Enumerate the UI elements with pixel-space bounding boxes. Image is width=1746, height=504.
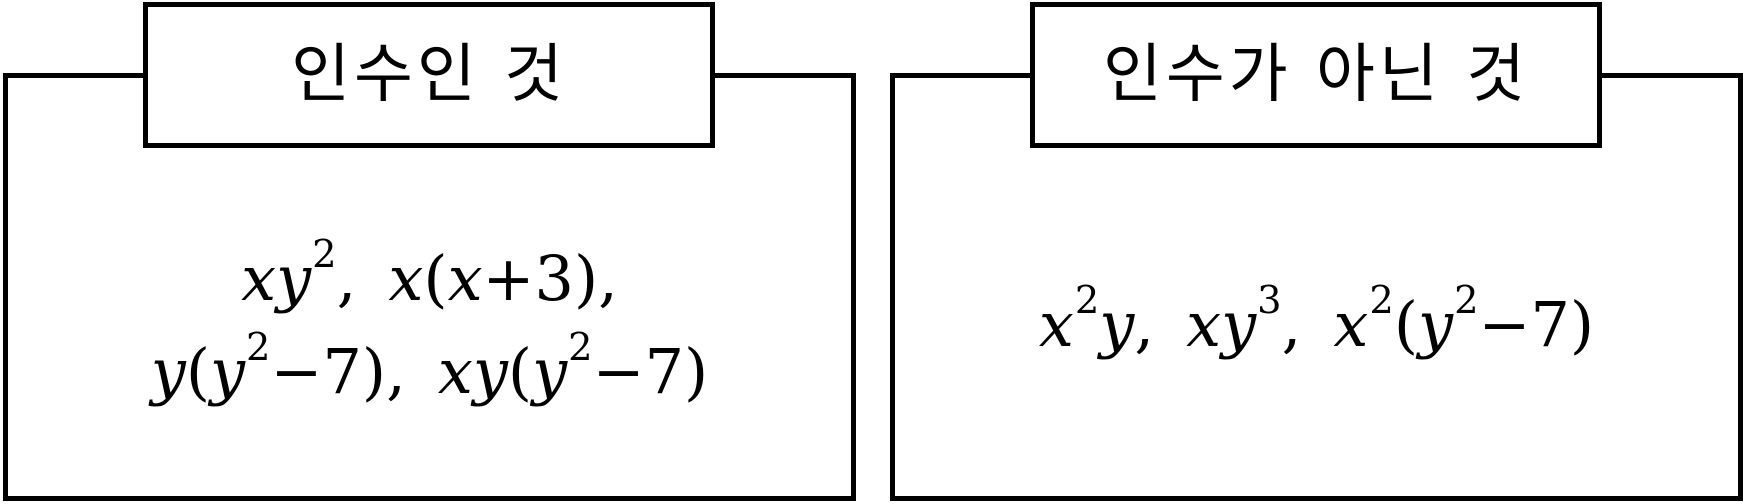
factors-list: xy2, x(x+3), y(y2−7), xy(y2−7) <box>3 148 856 501</box>
non-factors-line-1: x2y, xy3, x2(y2−7) <box>1038 278 1595 361</box>
factors-line-1: xy2, x(x+3), <box>241 231 618 315</box>
non-factors-list: x2y, xy3, x2(y2−7) <box>890 148 1743 501</box>
factors-line-2: y(y2−7), xy(y2−7) <box>150 324 709 408</box>
factors-box-title: 인수인 것 <box>143 2 715 148</box>
non-factors-box-title: 인수가 아닌 것 <box>1030 2 1602 148</box>
